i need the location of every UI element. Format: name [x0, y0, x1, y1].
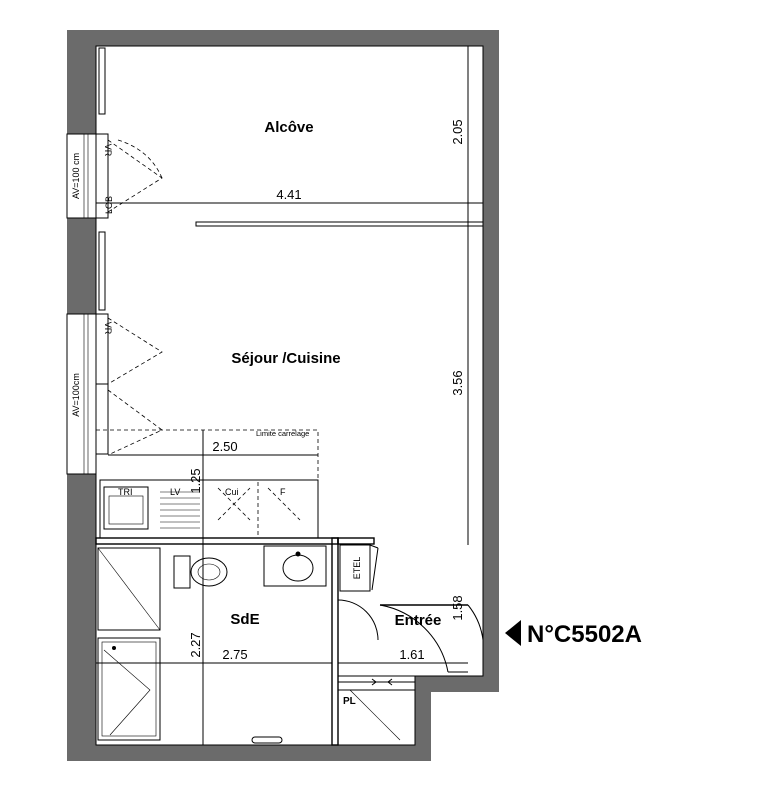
window-top-label: AV=100 cm — [71, 153, 81, 199]
lv-label: LV — [170, 487, 180, 497]
wall-left-upper — [67, 30, 96, 134]
room-label-sde: SdE — [230, 611, 259, 628]
toilet — [173, 555, 228, 589]
bathroom-door-swing — [337, 599, 379, 641]
entry-arrow-icon — [505, 620, 521, 646]
limite-carrelage-label: Limite carrelage — [256, 429, 309, 438]
wall-step-horizontal — [415, 676, 499, 692]
lob-label: LOB — [104, 196, 114, 214]
cui-label: Cui — [225, 487, 239, 497]
alcove-partition — [195, 221, 484, 227]
dim-tile-width: 2.50 — [212, 439, 237, 454]
etel-label: ETEL — [352, 557, 362, 580]
dim-entree-height: 1.58 — [450, 595, 465, 620]
wall-step-vertical — [415, 676, 431, 761]
window-bottom-label: AV=100cm — [71, 373, 81, 417]
dim-entree-width: 1.61 — [399, 647, 424, 662]
room-label-alcove: Alcôve — [264, 119, 313, 136]
dim-sejour-height: 3.56 — [450, 370, 465, 395]
kitchen-counter — [99, 479, 319, 539]
electrical-panel — [339, 544, 379, 592]
dim-alcove-height: 2.05 — [450, 119, 465, 144]
dim-kitchen-depth: 1.25 — [188, 468, 203, 493]
dim-sde-height: 2.27 — [188, 632, 203, 657]
f-label: F — [280, 487, 286, 497]
tile-limit-line — [96, 429, 319, 520]
room-label-sejour: Séjour /Cuisine — [231, 350, 340, 367]
dim-alcove-width: 4.41 — [276, 187, 301, 202]
wall-right — [483, 30, 499, 692]
placard — [337, 675, 416, 746]
dim-sde-width: 2.75 — [222, 647, 247, 662]
wall-left-lower — [67, 474, 96, 760]
tri-label: TRI — [118, 487, 133, 497]
room-label-entree: Entrée — [395, 612, 442, 629]
vr-top-label: VR — [103, 144, 113, 157]
wall-left-middle — [67, 218, 96, 314]
wall-bottom — [67, 745, 430, 761]
wall-top — [67, 30, 499, 46]
shower — [97, 637, 161, 741]
window-swing-top — [107, 139, 163, 213]
wall-inner-line — [95, 45, 484, 746]
bathroom-walls — [95, 537, 375, 746]
pl-label: PL — [343, 696, 356, 707]
washbasin — [263, 545, 327, 587]
storage-diagonal — [97, 547, 161, 631]
window-bottom — [66, 231, 109, 475]
window-top — [66, 47, 109, 219]
sink-basin — [103, 486, 149, 530]
cooktop-marks — [217, 487, 251, 521]
vr-bottom-label: VR — [103, 322, 113, 335]
exterior-walls — [67, 30, 499, 761]
window-swing-bottom — [107, 317, 163, 456]
apartment-ref: N°C5502A — [527, 621, 642, 648]
towel-rail — [251, 736, 283, 744]
entry-door — [379, 604, 484, 673]
storage-unit — [97, 547, 161, 631]
